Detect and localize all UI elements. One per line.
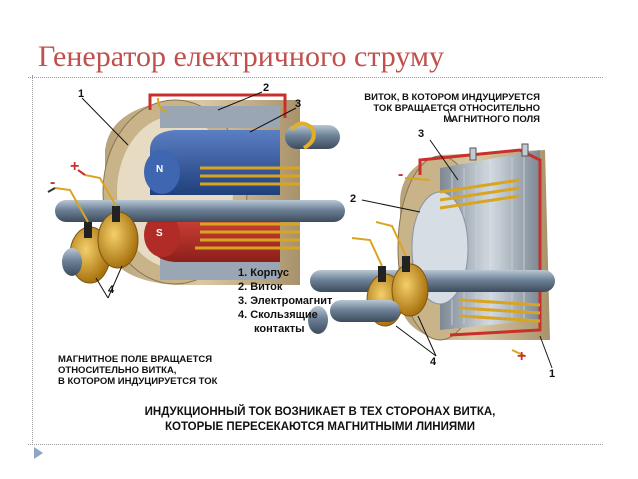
right-minus-sign: - [398,166,404,183]
left-note-line2: ОТНОСИТЕЛЬНО ВИТКА, [58,365,177,376]
left-note-line1: МАГНИТНОЕ ПОЛЕ ВРАЩАЕТСЯ [58,354,213,365]
legend-item-4-cont: контакты [254,323,305,335]
left-stator-top [160,106,280,128]
left-rule [32,75,33,445]
top-divider [28,77,603,78]
bottom-divider [28,444,603,445]
right-note-line2: ТОК ВРАЩАЕТСЯ ОТНОСИТЕЛЬНО [373,103,540,114]
right-label-3: 3 [418,128,425,140]
left-label-2: 2 [263,82,270,94]
legend-item-3: 3. Электромагнит [238,295,333,307]
left-turn-loop [148,93,287,118]
left-rotation-arrow-icon [290,121,316,150]
left-label-3: 3 [295,98,302,110]
right-coil [439,178,541,323]
left-brush-2 [112,206,120,222]
left-brush-1 [84,222,92,238]
right-shaft [310,270,555,292]
left-magnet-north [150,130,280,195]
legend: 1. Корпус 2. Виток 3. Электромагнит 4. С… [238,266,332,336]
right-label-1: 1 [549,368,556,380]
right-leader-lines [361,109,553,369]
right-note: ВИТОК, В КОТОРОМ ИНДУЦИРУЕТСЯ ТОК ВРАЩАЕ… [350,92,540,125]
right-generator [308,109,555,369]
left-pole-n-label: N [156,164,164,175]
left-note-line3: В КОТОРОМ ИНДУЦИРУЕТСЯ ТОК [58,376,218,387]
left-pole-n-face [144,150,180,194]
left-coil [195,166,300,250]
left-shaft [55,200,345,222]
bullet-arrow-icon [34,447,43,459]
right-label-4: 4 [430,356,437,368]
left-stator-bottom [160,258,280,280]
right-turn-loop [418,148,542,337]
legend-item-1: 1. Корпус [238,267,289,279]
caption-line2: КОТОРЫЕ ПЕРЕСЕКАЮТСЯ МАГНИТНЫМИ ЛИНИЯМИ [164,421,475,433]
left-minus-sign: - [50,174,56,191]
right-note-line3: МАГНИТНОГО ПОЛЯ [443,114,540,125]
left-note: МАГНИТНОЕ ПОЛЕ ВРАЩАЕТСЯ ОТНОСИТЕЛЬНО ВИ… [58,354,217,387]
right-brush-2 [402,256,410,272]
right-label-2: 2 [350,193,357,205]
caption-line1: ИНДУКЦИОННЫЙ ТОК ВОЗНИКАЕТ В ТЕХ СТОРОНА… [144,406,496,418]
left-label-4: 4 [108,284,115,296]
right-brush-1 [378,266,386,282]
caption: ИНДУКЦИОННЫЙ ТОК ВОЗНИКАЕТ В ТЕХ СТОРОНА… [90,405,550,435]
left-generator [47,91,345,299]
left-pole-s-label: S [156,228,163,239]
left-pole-s-face [144,213,180,257]
left-leader-lines [81,91,297,299]
right-note-line1: ВИТОК, В КОТОРОМ ИНДУЦИРУЕТСЯ [364,92,540,103]
left-label-1: 1 [78,88,85,100]
legend-item-2: 2. Виток [238,281,283,293]
page-title: Генератор електричного струму [38,40,444,73]
legend-item-4: 4. Скользящие [238,309,318,321]
left-plus-sign: + [70,158,80,175]
right-plus-sign: + [517,348,527,365]
